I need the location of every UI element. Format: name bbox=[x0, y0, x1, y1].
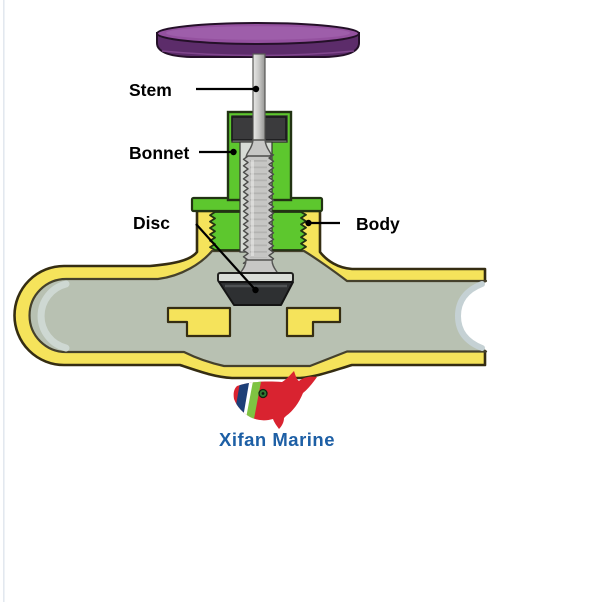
disc-holder bbox=[217, 272, 294, 283]
leader-bonnet-dot bbox=[230, 148, 237, 156]
leader-disc bbox=[195, 223, 257, 291]
whale-stripe-green bbox=[245, 375, 262, 425]
label-body: Body bbox=[356, 214, 400, 234]
seat-baffle-right bbox=[285, 306, 342, 338]
handwheel bbox=[156, 22, 360, 58]
leader-stem-dot bbox=[252, 85, 260, 93]
packing-left bbox=[231, 116, 254, 141]
label-stem: Stem bbox=[129, 80, 172, 100]
label-disc: Disc bbox=[133, 213, 170, 233]
seat-baffle-left bbox=[166, 306, 232, 338]
packing-right bbox=[264, 116, 287, 141]
body-interior bbox=[28, 249, 488, 368]
annotations: Stem Bonnet Disc Body bbox=[129, 80, 400, 294]
pipe-end-lining-left bbox=[37, 280, 70, 352]
label-bonnet: Bonnet bbox=[129, 143, 189, 163]
pipe-end-lining-right bbox=[454, 281, 485, 351]
stem-bell bbox=[245, 139, 273, 159]
page-left-border bbox=[3, 0, 5, 602]
disc bbox=[218, 281, 294, 306]
leader-disc-dot bbox=[252, 286, 259, 294]
stem-threads bbox=[242, 154, 275, 264]
whale-logo bbox=[233, 371, 317, 429]
leader-body-dot bbox=[305, 219, 312, 227]
whale-eye-pupil bbox=[261, 392, 265, 395]
whale-stripe-navy bbox=[233, 373, 251, 427]
logo-brand-text: Xifan Marine bbox=[219, 429, 335, 450]
stem-collar bbox=[239, 259, 279, 275]
